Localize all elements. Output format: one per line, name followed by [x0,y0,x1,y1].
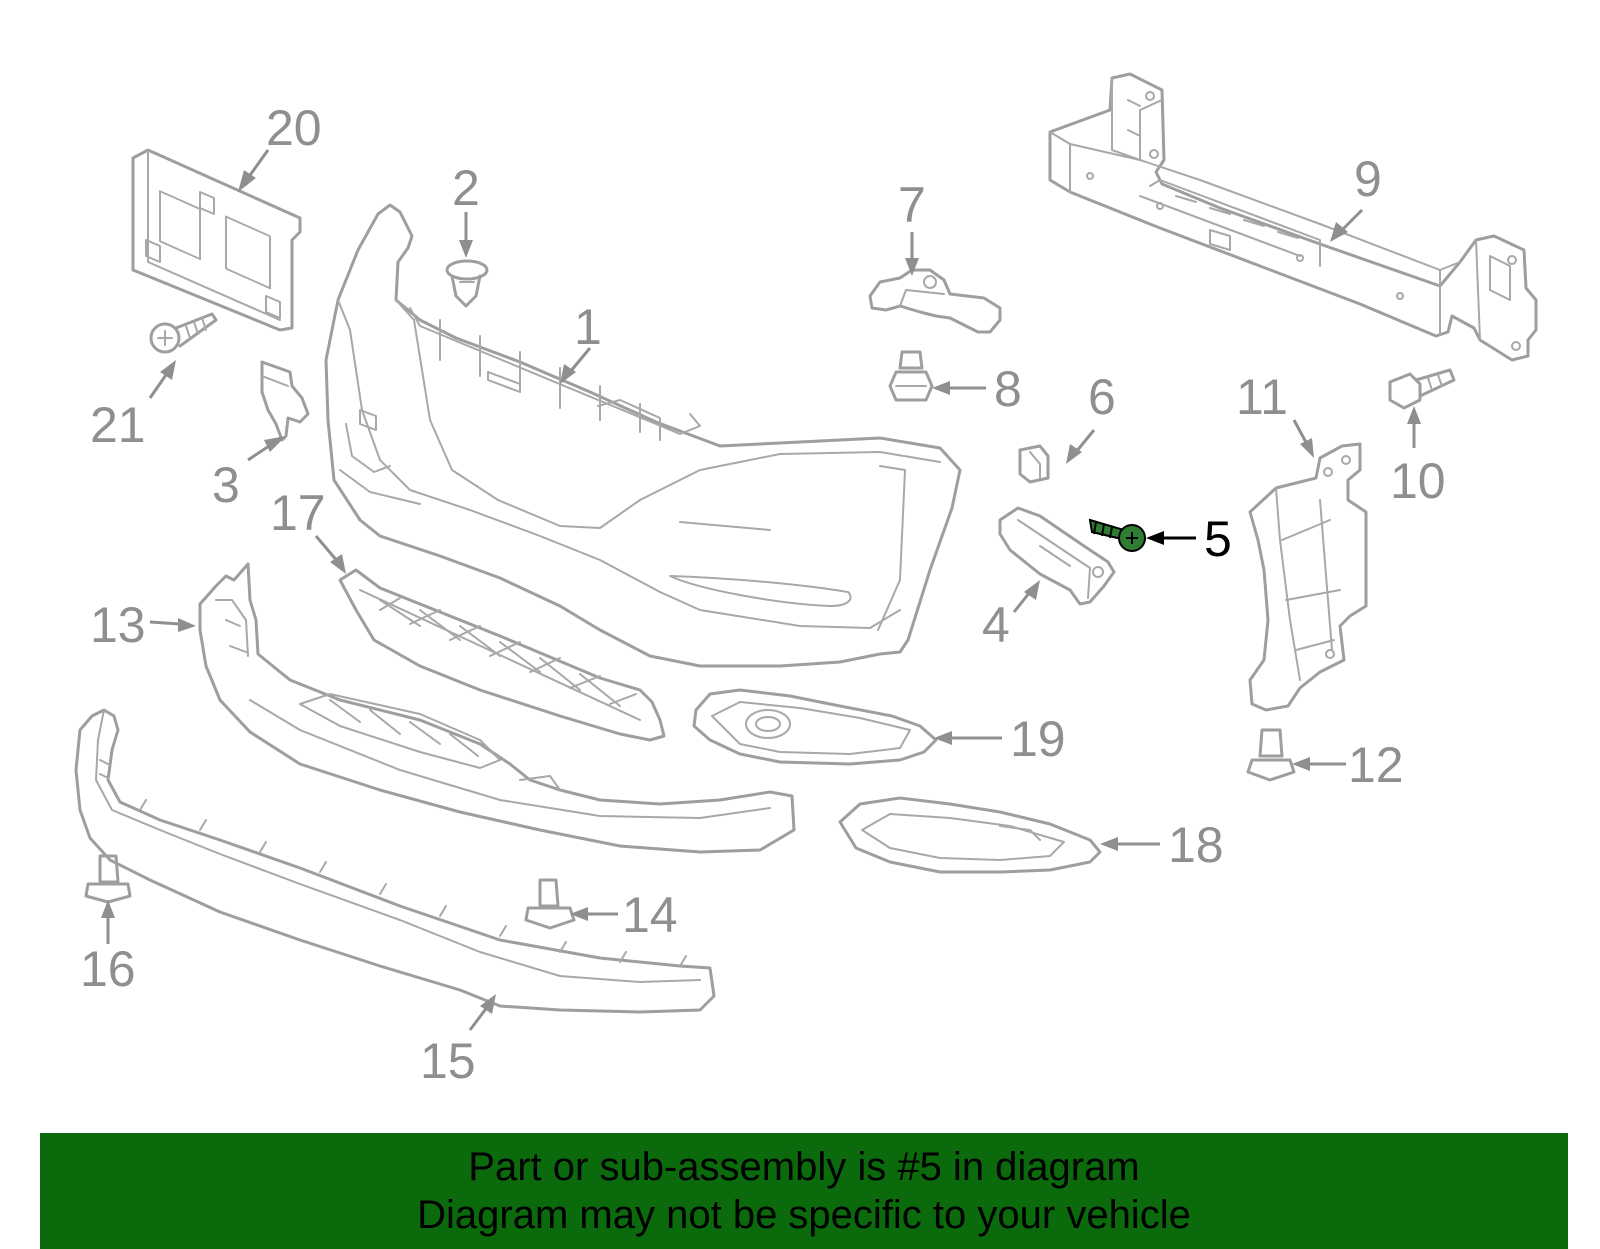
info-banner: Part or sub-assembly is #5 in diagram Di… [40,1133,1568,1249]
callout-17: 17 [270,485,326,541]
part-9-reinforcement [1048,72,1538,362]
callout-8: 8 [994,361,1022,417]
part-17-grille [338,568,666,742]
part-12-clip [1246,728,1296,782]
callout-20: 20 [266,100,322,156]
callout-14: 14 [622,887,678,943]
callout-9: 9 [1354,151,1382,207]
callout-11: 11 [1236,369,1288,425]
part-6-clip [1018,444,1050,484]
callout-16: 16 [80,941,136,997]
part-16-clip [84,854,132,904]
part-19-fog-trim [692,688,938,766]
part-18-fog-trim [838,796,1102,874]
callout-2: 2 [452,160,480,216]
part-8-clip [888,350,934,402]
part-21-screw [149,312,218,354]
part-1-bumper-cover [324,203,962,668]
banner-line-disclaimer: Diagram may not be specific to your vehi… [417,1193,1191,1237]
callout-7: 7 [898,177,926,233]
part-15-lower-spoiler [74,708,716,1014]
callout-1: 1 [574,299,602,355]
part-2-clip [445,259,489,308]
part-11-side-bracket [1248,442,1368,712]
callout-15: 15 [420,1033,476,1089]
part-14-clip [524,878,576,930]
callout-5[interactable]: 5 [1204,511,1232,567]
part-7-bracket [868,268,1002,334]
callout-labels: 20 2 1 21 3 7 8 9 6 5 11 10 12 17 13 19 … [80,100,1446,1089]
callout-6: 6 [1088,369,1116,425]
part-20-license-bracket [131,148,302,332]
callout-13: 13 [90,597,146,653]
part-4-bracket [998,506,1116,606]
leader-lines [101,149,1421,1031]
part-5-screw-highlighted[interactable] [1088,518,1146,552]
callout-10: 10 [1390,453,1446,509]
callout-18: 18 [1168,817,1224,873]
callout-4: 4 [982,597,1010,653]
callout-12: 12 [1348,737,1404,793]
callout-3: 3 [212,457,240,513]
callout-21: 21 [90,397,146,453]
part-3-bracket [260,360,310,442]
part-13-lower-grille [198,562,796,854]
callout-19: 19 [1010,711,1066,767]
part-10-bolt [1388,368,1456,410]
banner-line-part: Part or sub-assembly is #5 in diagram [468,1145,1140,1189]
